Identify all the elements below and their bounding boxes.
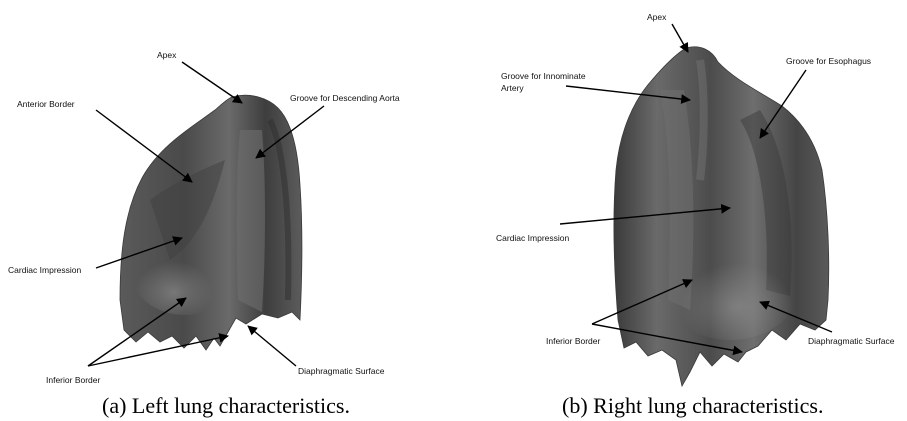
label-groove-esophagus: Groove for Esophagus xyxy=(786,56,871,66)
caption-left-lung: (a) Left lung characteristics. xyxy=(102,393,350,419)
label-groove-innominate-line2: Artery xyxy=(501,83,524,93)
label-diaphragmatic-surface-left: Diaphragmatic Surface xyxy=(298,366,385,376)
label-groove-innominate-line1: Groove for Innominate xyxy=(501,71,586,81)
arrow-apex-right xyxy=(672,24,688,52)
label-cardiac-impression-right: Cardiac Impression xyxy=(496,233,569,243)
caption-right-lung: (b) Right lung characteristics. xyxy=(562,393,823,419)
label-inferior-border-right: Inferior Border xyxy=(546,336,600,346)
left-lung-image xyxy=(120,95,302,350)
label-apex-right: Apex xyxy=(647,12,667,22)
arrow-diaphragmatic-surface-left xyxy=(248,326,296,366)
label-cardiac-impression-left: Cardiac Impression xyxy=(8,265,81,275)
label-groove-descending-aorta: Groove for Descending Aorta xyxy=(290,93,400,103)
label-inferior-border-left: Inferior Border xyxy=(46,375,100,385)
label-apex-left: Apex xyxy=(157,50,177,60)
label-anterior-border: Anterior Border xyxy=(17,99,75,109)
arrow-apex-left xyxy=(182,62,242,103)
label-diaphragmatic-surface-right: Diaphragmatic Surface xyxy=(808,336,895,346)
